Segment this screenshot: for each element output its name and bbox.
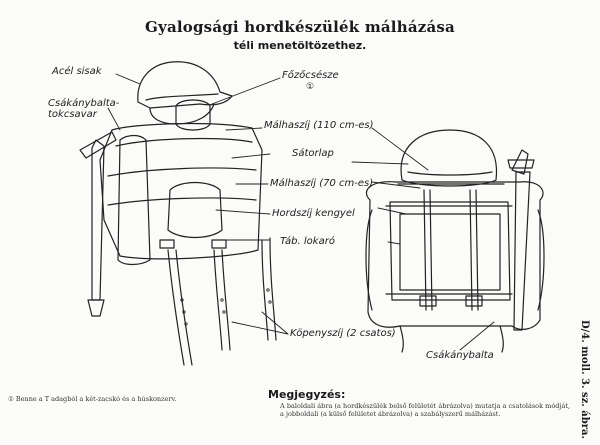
label-satorlap: Sátorlap [292,148,334,159]
right-overcoat-roll [365,181,544,330]
note-text: A baloldali ábra (a hordkészülék belső f… [280,402,570,418]
left-strap-3 [261,239,269,341]
label-acel-sisak: Acél sisak [52,66,102,77]
right-pack-figure [365,129,545,353]
label-malhaszij-110: Málhaszíj (110 cm-es) [264,120,374,131]
label-fozocsesze: Főzőcsésze [282,70,339,81]
footnote: ① Benne a T adagból a két-zacskó és a hú… [8,395,177,403]
left-pickaxe [91,139,105,301]
right-pack-box [389,201,511,301]
label-csakanybalta-tokcsavar: Csákánybalta- tokcsavar [48,98,120,120]
right-pickaxe [511,149,529,175]
left-strap-1 [167,249,185,366]
left-pack-figure [79,61,277,366]
figure-id-text: D/4. moll. 3. sz. ábra. [579,320,590,439]
figure-id: D/4. moll. 3. sz. ábra. [575,320,593,439]
label-malhaszij-70: Málhaszíj (70 cm-es) [270,178,374,189]
label-hordszij-kengyel: Hordszíj kengyel [272,208,355,219]
label-tab-lokaro: Táb. lokaró [280,236,335,247]
leader-lines [107,73,495,351]
right-helmet [400,129,498,187]
label-fozocsesze-ref: ① [306,82,315,92]
page-subtitle: téli menetöltözethez. [233,39,367,52]
page-title: Gyalogsági hordkészülék málházása [145,18,455,36]
label-kopenyszij: Köpenyszíj (2 csatos) [290,328,396,339]
label-csakanybalta: Csákánybalta [426,350,494,361]
left-strap-2 [213,249,223,351]
left-pack-body [99,122,263,260]
note-title: Megjegyzés: [268,388,346,401]
